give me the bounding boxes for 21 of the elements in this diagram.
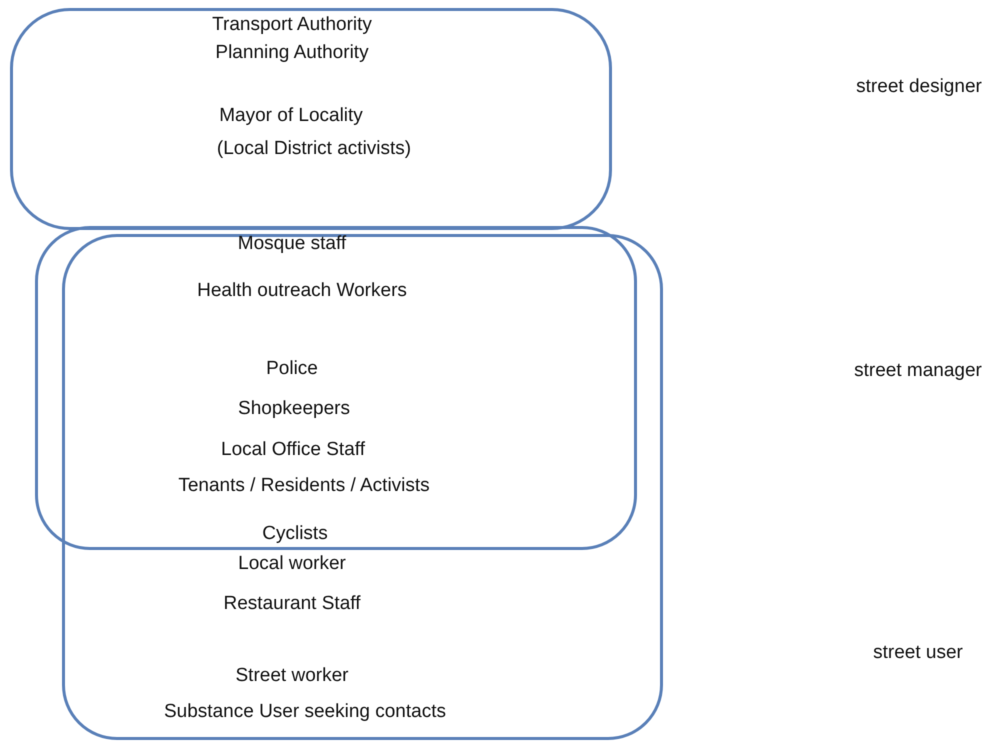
member-label: Cyclists bbox=[262, 523, 328, 545]
member-label: Substance User seeking contacts bbox=[164, 701, 446, 723]
member-label: Tenants / Residents / Activists bbox=[178, 475, 430, 497]
member-label: (Local District activists) bbox=[216, 138, 412, 160]
member-label: Shopkeepers bbox=[238, 398, 350, 420]
rounded-group-outline bbox=[62, 234, 663, 740]
member-label: Local Office Staff bbox=[221, 439, 365, 461]
role-label: street manager bbox=[854, 360, 982, 382]
rounded-group-outline bbox=[10, 8, 612, 230]
member-label: Restaurant Staff bbox=[224, 593, 360, 615]
member-label: Local worker bbox=[238, 553, 346, 575]
member-label: Transport Authority bbox=[212, 14, 372, 36]
rounded-group-outline bbox=[35, 226, 637, 550]
role-label: street designer bbox=[856, 76, 982, 98]
member-label: Police bbox=[266, 358, 318, 380]
role-label: street user bbox=[873, 642, 963, 664]
member-label: Planning Authority bbox=[215, 42, 369, 64]
member-label: Mosque staff bbox=[238, 233, 346, 255]
member-label: Health outreach Workers bbox=[197, 280, 407, 302]
member-label: Street worker bbox=[236, 665, 348, 687]
member-label: Mayor of Locality bbox=[219, 105, 363, 127]
